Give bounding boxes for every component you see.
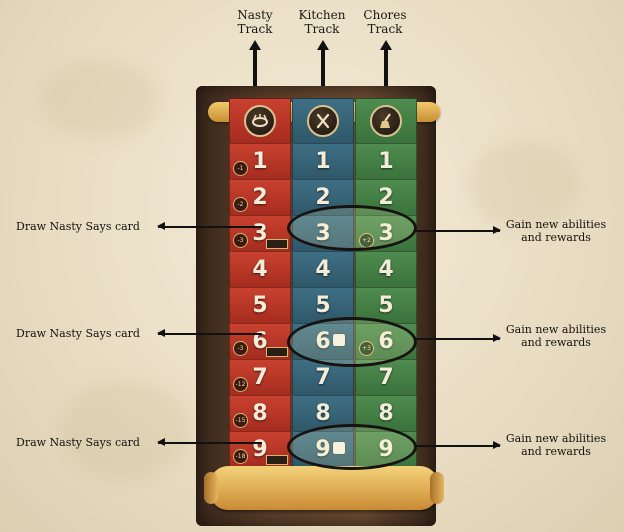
right-callout-1: Gain new abilities and rewards	[496, 218, 616, 244]
step-badge: -12	[233, 377, 248, 392]
kitchen-track-column: 1 2 3 4 5 6 7 8 9	[292, 98, 354, 468]
reward-highlight-oval	[287, 205, 417, 251]
nasty-step-1: 1 -1	[229, 144, 291, 180]
step-badge: -15	[233, 413, 248, 428]
step-glyph: 7	[378, 367, 393, 389]
step-badge: -18	[233, 449, 248, 464]
step-glyph: 8	[315, 403, 330, 425]
nasty-step-3: 3-3	[229, 216, 291, 252]
step-glyph: 5	[252, 295, 267, 317]
right-arrow-icon	[414, 230, 500, 232]
right-arrow-icon	[414, 338, 500, 340]
chores-track-column: 1 2 3+2 4 5 6+3 7 8 9	[355, 98, 417, 468]
scroll-bottom-roll	[210, 466, 438, 510]
step-glyph: 4	[378, 259, 393, 281]
reward-highlight-oval	[287, 424, 417, 470]
left-callout-3: Draw Nasty Says card	[16, 436, 140, 449]
chores-step-4: 4	[355, 252, 417, 288]
nasty-says-card-icon	[266, 347, 288, 357]
nasty-track-header	[229, 98, 291, 144]
step-badge: -1	[233, 161, 248, 176]
left-callout-2: Draw Nasty Says card	[16, 327, 140, 340]
nasty-says-card-icon	[266, 455, 288, 465]
nasty-step-2: 2 -2	[229, 180, 291, 216]
parchment-spot	[60, 380, 190, 480]
nasty-says-card-icon	[266, 239, 288, 249]
nasty-track-column: 1 -1 2 -2 3-3 4 5 6-3 7 -12 8 -15 9-18	[229, 98, 291, 468]
chores-step-1: 1	[355, 144, 417, 180]
thorn-crown-icon	[244, 105, 276, 137]
step-glyph: 5	[315, 295, 330, 317]
step-glyph: 1	[315, 151, 330, 173]
nasty-step-9: 9-18	[229, 432, 291, 468]
step-glyph: 7	[315, 367, 330, 389]
step-glyph: 4	[315, 259, 330, 281]
left-arrow-icon	[158, 442, 262, 444]
parchment-spot	[40, 60, 160, 140]
right-callout-2: Gain new abilities and rewards	[496, 323, 616, 349]
step-glyph: 4	[252, 259, 267, 281]
nasty-step-7: 7 -12	[229, 360, 291, 396]
step-glyph: 8	[378, 403, 393, 425]
step-glyph: 2	[315, 187, 330, 209]
left-callout-1: Draw Nasty Says card	[16, 220, 140, 233]
step-glyph: 2	[252, 187, 267, 209]
left-arrow-icon	[158, 333, 262, 335]
nasty-step-5: 5	[229, 288, 291, 324]
step-glyph: 2	[378, 187, 393, 209]
step-glyph: 1	[252, 151, 267, 173]
kitchen-step-1: 1	[292, 144, 354, 180]
step-glyph: 7	[252, 367, 267, 389]
left-arrow-icon	[158, 226, 262, 228]
nasty-step-4: 4	[229, 252, 291, 288]
step-glyph: 5	[378, 295, 393, 317]
right-arrow-icon	[414, 445, 500, 447]
step-badge: -3	[233, 341, 248, 356]
right-callout-3: Gain new abilities and rewards	[496, 432, 616, 458]
step-glyph: 8	[252, 403, 267, 425]
kitchen-step-4: 4	[292, 252, 354, 288]
step-glyph: 1	[378, 151, 393, 173]
chores-track-header	[355, 98, 417, 144]
chores-track-label: Chores Track	[345, 8, 425, 36]
broom-icon	[370, 105, 402, 137]
parchment-spot	[470, 140, 580, 230]
reward-highlight-oval	[287, 317, 417, 367]
step-badge: -3	[233, 233, 248, 248]
kitchen-track-header	[292, 98, 354, 144]
nasty-step-6: 6-3	[229, 324, 291, 360]
step-badge: -2	[233, 197, 248, 212]
fork-knife-icon	[307, 105, 339, 137]
nasty-step-8: 8 -15	[229, 396, 291, 432]
